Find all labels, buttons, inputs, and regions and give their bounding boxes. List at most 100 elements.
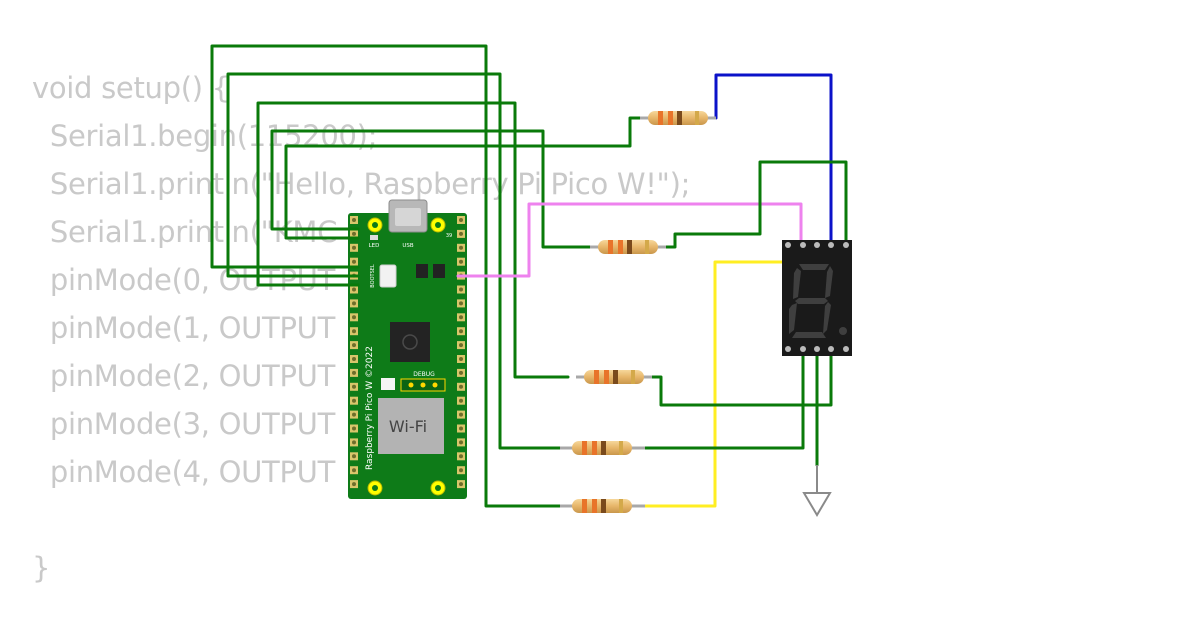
debug-label: DEBUG <box>413 371 435 378</box>
ground-icon <box>802 492 832 517</box>
header-pin-hole <box>352 426 356 431</box>
wire-green[interactable] <box>658 160 848 249</box>
code-line: Serial1.println("KMC <box>32 215 338 249</box>
segment-b <box>825 266 833 298</box>
header-pin-hole <box>352 343 356 348</box>
header-pin-hole <box>352 218 356 222</box>
header-pin-hole <box>352 287 356 292</box>
code-line: pinMode(0, OUTPUT <box>32 263 335 297</box>
display-pin[interactable] <box>785 242 791 248</box>
header-pin-hole <box>459 343 463 348</box>
wifi-module <box>378 398 444 454</box>
code-line: } <box>32 551 51 585</box>
header-pin-hole <box>352 329 356 334</box>
header-pin-hole <box>352 398 356 403</box>
wire-green[interactable] <box>650 347 833 407</box>
header-pin-hole <box>352 259 356 264</box>
header-pin-hole <box>352 384 356 389</box>
led-icon <box>370 235 378 240</box>
display-pin[interactable] <box>800 242 806 248</box>
header-pin-hole <box>352 412 356 417</box>
display-pin[interactable] <box>828 346 834 352</box>
header-pin-hole <box>459 398 463 403</box>
resistor[interactable] <box>560 441 645 455</box>
segment-dp <box>839 327 847 335</box>
resistor[interactable] <box>560 499 645 513</box>
code-line: pinMode(1, OUTPUT <box>32 311 335 345</box>
segment-e <box>789 303 797 334</box>
display-pin[interactable] <box>814 242 820 248</box>
segment-a <box>799 264 829 270</box>
wire-green[interactable] <box>210 44 562 508</box>
header-pin-hole <box>352 440 356 445</box>
display-pin[interactable] <box>814 346 820 352</box>
display-pin[interactable] <box>843 346 849 352</box>
display-pin[interactable] <box>785 346 791 352</box>
segment-d <box>792 332 826 338</box>
wire-green[interactable] <box>256 101 570 379</box>
header-pin-hole <box>352 482 356 487</box>
code-line: void setup() { <box>32 71 230 105</box>
pico-w-board[interactable]: LED USB 39 BOOTSEL DEBUG Wi-Fi Raspberry… <box>348 199 467 499</box>
code-line: pinMode(3, OUTPUT <box>32 407 335 441</box>
wire-blue[interactable] <box>714 73 833 247</box>
header-pin-hole <box>352 357 356 361</box>
header-pin-hole <box>352 370 356 375</box>
wifi-label: Wi-Fi <box>389 417 427 436</box>
header-pin-hole <box>459 454 463 459</box>
wire-green[interactable] <box>284 116 642 240</box>
segment-c <box>823 302 831 334</box>
header-pin-hole <box>459 370 463 375</box>
header-pin-hole <box>352 301 356 306</box>
header-pin-hole <box>352 245 356 250</box>
code-line: pinMode(4, OUTPUT <box>32 455 335 489</box>
chip <box>433 264 445 278</box>
resistor[interactable] <box>590 240 666 254</box>
header-pin-hole <box>459 412 463 417</box>
wire-yellow[interactable] <box>643 243 790 508</box>
header-pin-hole <box>459 384 463 389</box>
header-pin-hole <box>352 231 356 236</box>
header-pin-hole <box>459 440 463 445</box>
resistor[interactable] <box>640 111 716 125</box>
wire-green[interactable] <box>643 347 805 450</box>
raspberry-logo-icon <box>402 334 418 350</box>
wire-green[interactable] <box>226 72 562 450</box>
header-pin-hole <box>459 482 463 487</box>
segment-g <box>795 298 828 304</box>
header-pin-hole <box>459 231 463 236</box>
header-pin-hole <box>352 315 356 320</box>
segment-f <box>793 268 801 299</box>
code-line: Serial1.println("Hello, Raspberry Pi Pic… <box>32 167 691 201</box>
header-pin-hole <box>459 301 463 306</box>
bootsel-button[interactable] <box>379 264 397 288</box>
display-pin[interactable] <box>800 346 806 352</box>
rp2040-chip <box>390 322 430 362</box>
display-pin[interactable] <box>843 242 849 248</box>
bootsel-label: BOOTSEL <box>370 264 376 288</box>
led-label: LED <box>369 243 380 249</box>
header-pin-hole <box>459 218 463 222</box>
header-pin-hole <box>352 468 356 473</box>
header-pin-hole <box>459 287 463 292</box>
header-pin-hole <box>459 315 463 320</box>
header-pin-hole <box>459 259 463 264</box>
pin-header-right <box>457 216 465 489</box>
usb-label: USB <box>402 243 414 249</box>
seven-segment-display[interactable] <box>782 240 852 356</box>
chip <box>416 264 428 278</box>
header-pin-hole <box>352 454 356 459</box>
header-pin-hole <box>459 245 463 250</box>
resistor[interactable] <box>576 370 652 384</box>
pin-number-label: 39 <box>446 233 452 239</box>
header-pin-hole <box>459 468 463 473</box>
board-name-label: Raspberry Pi Pico W ©2022 <box>365 346 375 470</box>
component <box>381 378 395 390</box>
display-pin[interactable] <box>828 242 834 248</box>
header-pin-hole <box>459 426 463 431</box>
code-line: pinMode(2, OUTPUT <box>32 359 335 393</box>
header-pin-hole <box>459 357 463 361</box>
header-pin-hole <box>459 329 463 334</box>
